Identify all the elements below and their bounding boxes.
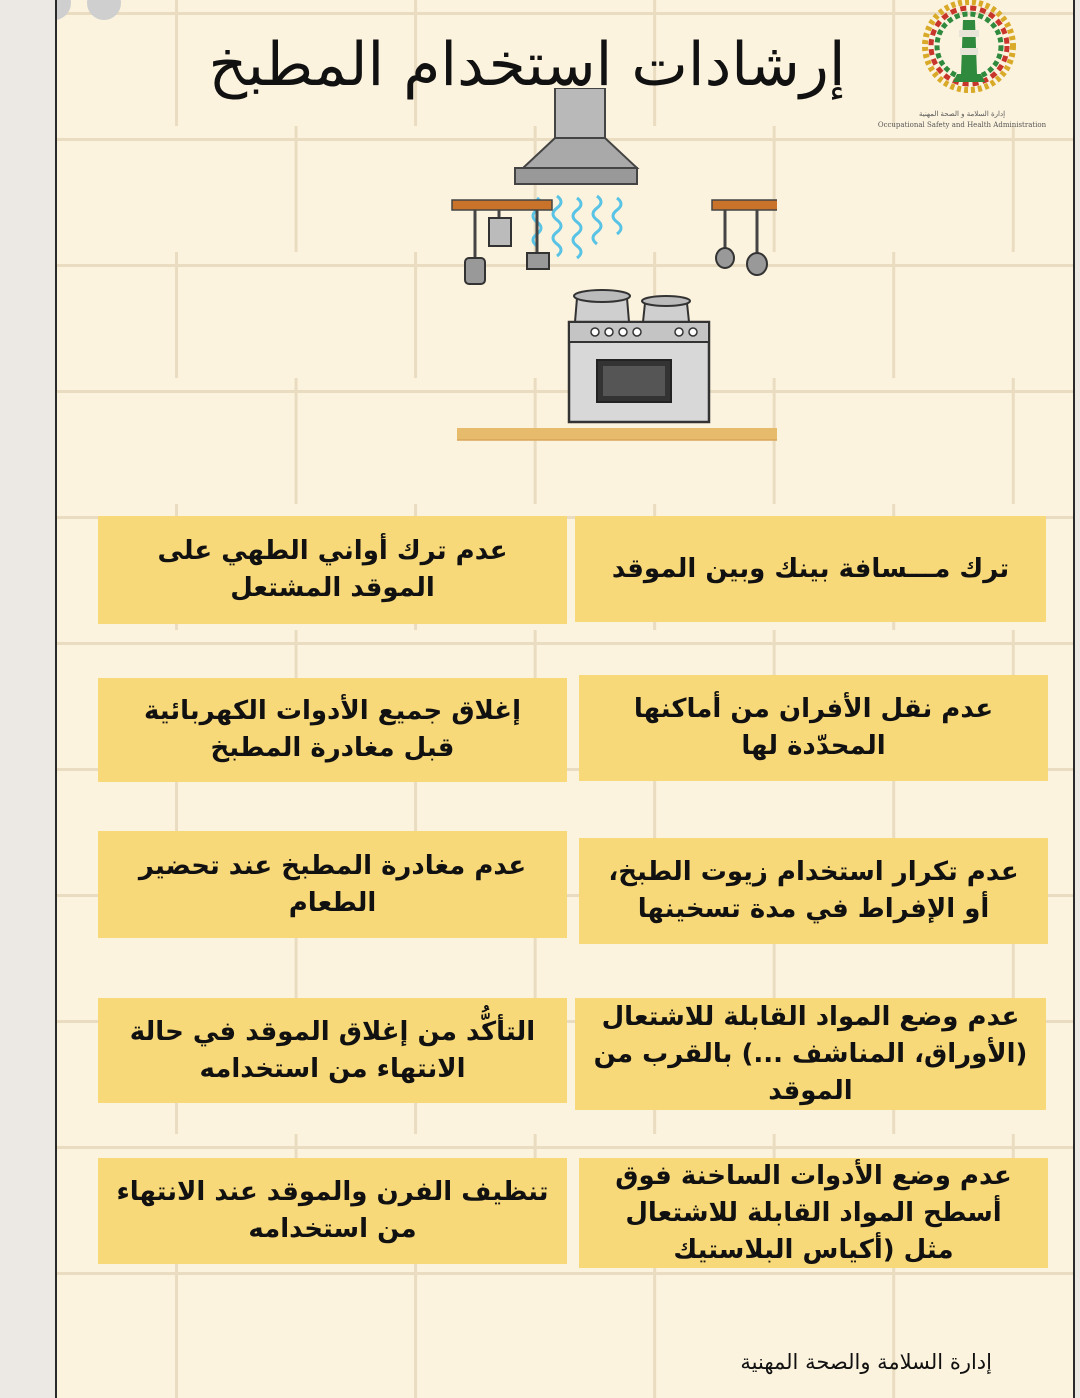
tip-card-3: عدم نقل الأفران من أماكنها المحدّدة لها	[579, 675, 1048, 781]
tip-card-2: عدم ترك أواني الطهي على الموقد المشتعل	[98, 516, 567, 624]
tip-card-7: عدم وضع المواد القابلة للاشتعال (الأوراق…	[575, 998, 1046, 1110]
poster: إرشادات استخدام المطبخ إدارة السلامة و ا…	[55, 0, 1075, 1398]
tower-emblem-icon	[922, 0, 1016, 93]
tip-card-8: التأكُّد من إغلاق الموقد في حالة الانتها…	[98, 998, 567, 1103]
tip-card-6: عدم مغادرة المطبخ عند تحضير الطعام	[98, 831, 567, 938]
stove-hood-illustration	[451, 88, 777, 441]
tip-card-5: عدم تكرار استخدام زيوت الطبخ، أو الإفراط…	[579, 838, 1048, 944]
tip-card-4: إغلاق جميع الأدوات الكهربائية قبل مغادرة…	[98, 678, 567, 782]
tip-card-10: تنظيف الفرن والموقد عند الانتهاء من استخ…	[98, 1158, 567, 1264]
org-name-english: Occupational Safety and Health Administr…	[877, 121, 1047, 129]
page-title: إرشادات استخدام المطبخ	[208, 30, 846, 100]
decorative-dots	[57, 0, 197, 28]
org-name-arabic: إدارة السلامة و الصحة المهنية	[918, 110, 1006, 118]
tip-card-9: عدم وضع الأدوات الساخنة فوق أسطح المواد …	[579, 1158, 1048, 1268]
footer-organization: إدارة السلامة والصحة المهنية	[740, 1350, 992, 1374]
tip-card-1: ترك مـــسافة بينك وبين الموقد	[575, 516, 1046, 622]
